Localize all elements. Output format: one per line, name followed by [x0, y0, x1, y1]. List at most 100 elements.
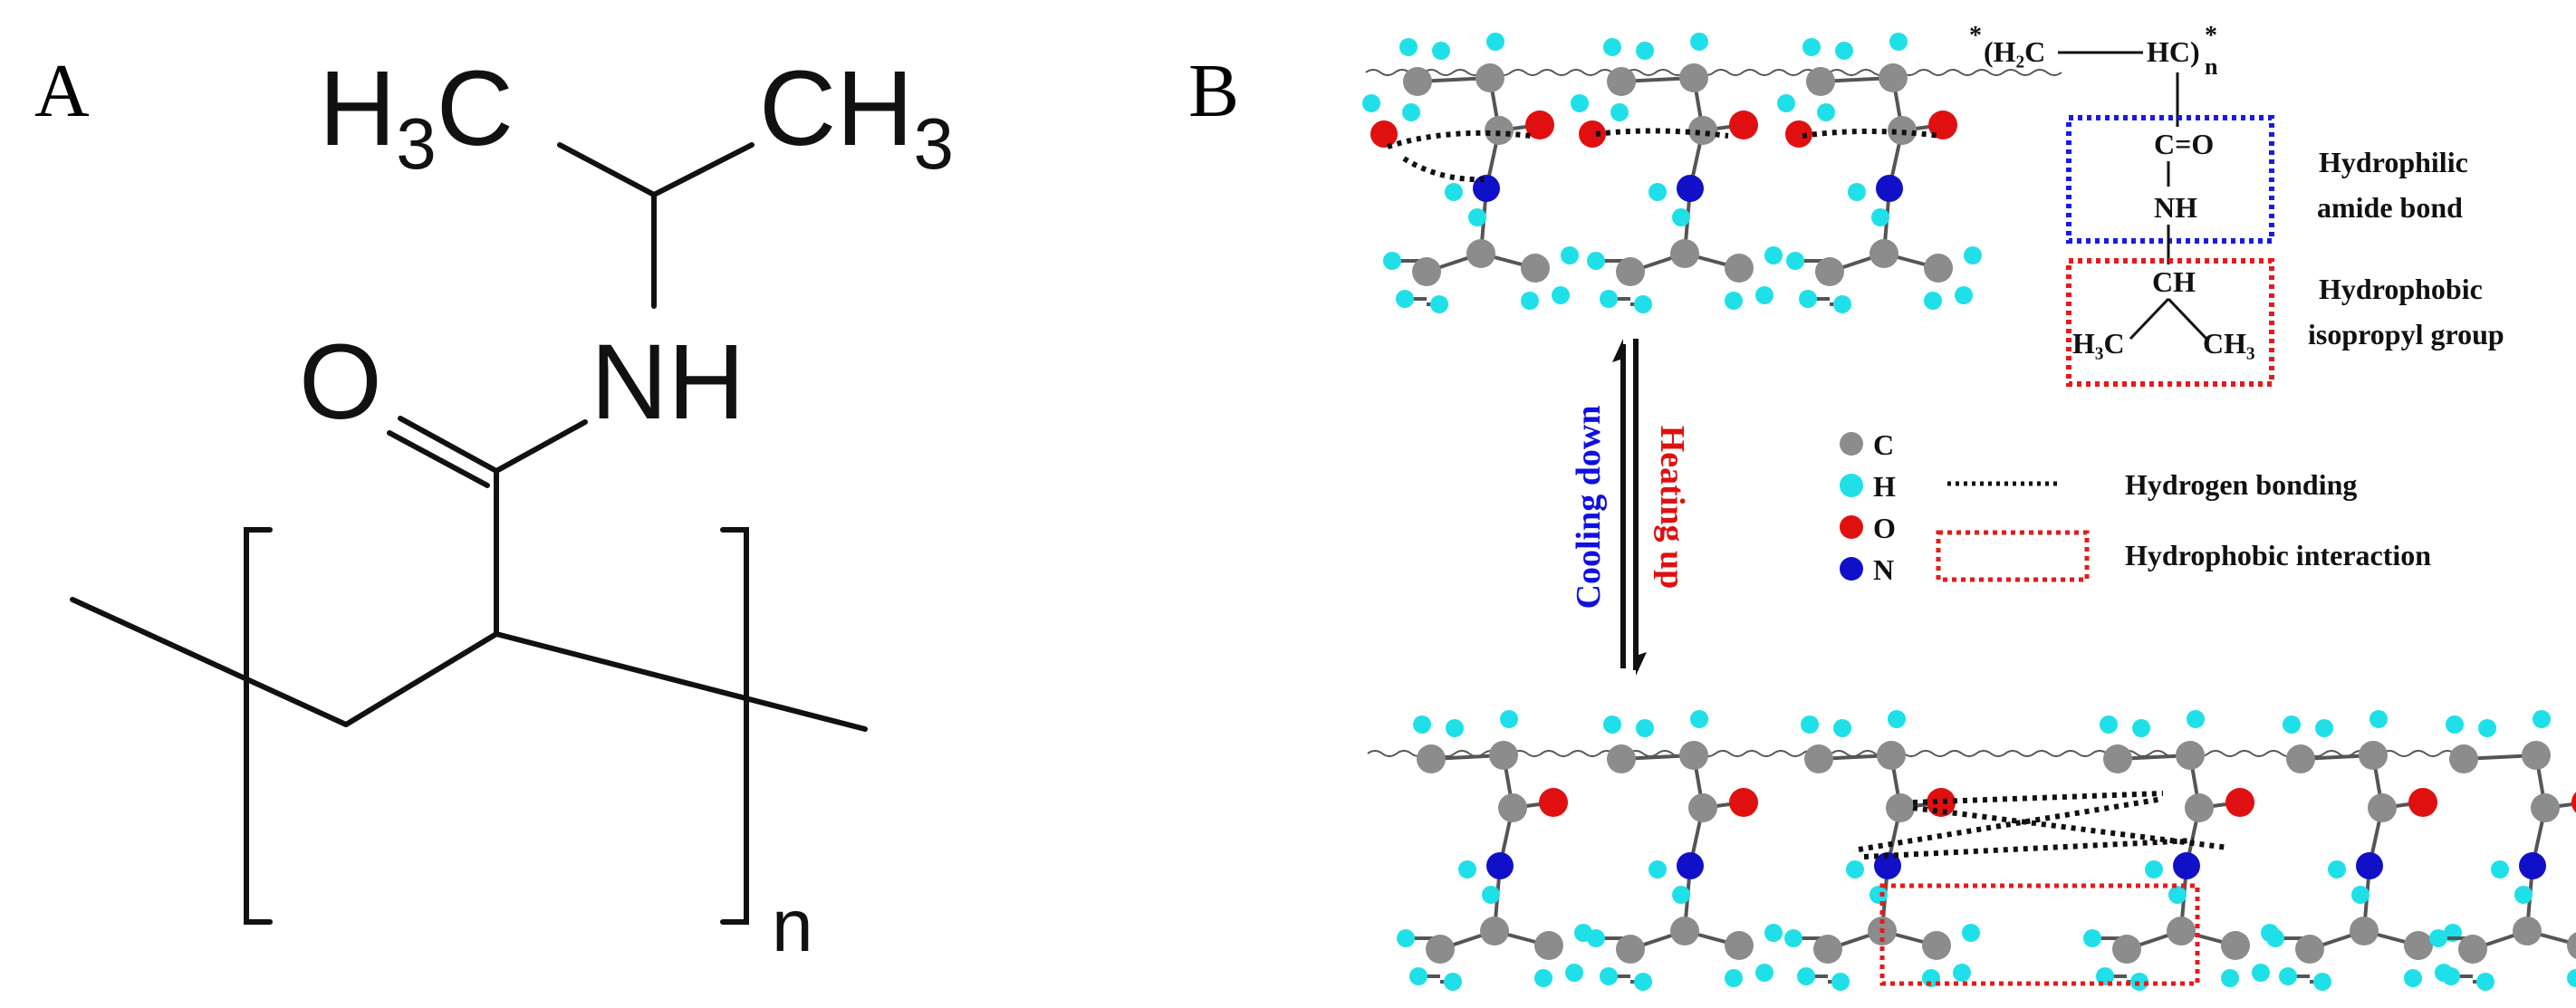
hydrogen-atom [2313, 973, 2331, 991]
monomer-unit [2429, 710, 2576, 991]
bracket-right [720, 527, 749, 925]
carbon-atom [1813, 935, 1842, 964]
legend-hydrophobic-swatch [1936, 530, 2090, 582]
carbon-atom [1426, 935, 1455, 964]
monomer-formula: * (H₂C HC) n * C=O NH CH H₃C CH₃ Hydroph… [1969, 22, 2504, 387]
nitrogen-atom [2356, 852, 2383, 879]
hydrogen-atom [1430, 295, 1448, 313]
hydrogen-atom [1725, 969, 1743, 987]
hydrogen-atom [1571, 94, 1589, 112]
hydrogen-atom [2132, 719, 2150, 737]
oxygen-atom [1370, 120, 1398, 148]
hydrogen-atom [1924, 292, 1942, 310]
monomer-unit [1397, 710, 1592, 991]
carbon-atom [1521, 254, 1550, 283]
hydrophilic-box [2066, 115, 2274, 244]
hydrogen-atom [2283, 715, 2301, 734]
hydrogen-atom [1831, 973, 1850, 991]
hydrogen-atom [2491, 860, 2509, 878]
hydrogen-atom [1445, 183, 1463, 201]
hydrogen-atom [2567, 969, 2576, 987]
hydrogen-atom [1409, 967, 1427, 985]
hydrophobic-box [2066, 258, 2274, 387]
hydrogen-atom [1444, 973, 1462, 991]
oxygen-atom [1579, 120, 1606, 148]
carbon-atom [1679, 741, 1708, 770]
carbon-atom [1804, 744, 1833, 773]
monomer-unit [2266, 710, 2462, 991]
formula-n: n [2205, 53, 2218, 80]
carbon-atom [1679, 63, 1708, 92]
monomer-unit [1786, 33, 1982, 313]
hydrogen-atom [1634, 973, 1652, 991]
hydrogen-atom [1362, 94, 1380, 112]
carbon-atom [2522, 741, 2551, 770]
carbon-atom [1886, 793, 1915, 822]
carbon-atom [2103, 744, 2132, 773]
carbon-atom [1534, 931, 1563, 960]
legend-o-swatch [1840, 515, 1863, 539]
formula-nh: NH [2154, 191, 2197, 224]
nitrogen-atom [1486, 852, 1514, 879]
hydrogen-atom [1446, 719, 1464, 737]
nitrogen-atom [1677, 175, 1704, 202]
formula-co: C=O [2154, 128, 2214, 160]
hydrogen-atom [1534, 969, 1552, 987]
oxygen-atom [1928, 110, 1957, 139]
hydrogen-atom [2478, 719, 2496, 737]
carbon-atom [1607, 67, 1636, 96]
hydrogen-atom [2476, 973, 2494, 991]
hydrogen-atom [1486, 33, 1504, 51]
bottom-hbond-3 [1912, 805, 2229, 850]
carbon-atom [2221, 931, 2250, 960]
hydrogen-atom [1413, 715, 1431, 734]
carbon-atom [2350, 917, 2379, 946]
carbon-atom [2513, 917, 2542, 946]
hydrogen-atom [1402, 103, 1420, 121]
hydrogen-atom [1835, 42, 1853, 60]
carbon-atom [1403, 67, 1432, 96]
hydrogen-atom [1561, 246, 1579, 264]
hydrogen-atom [1833, 719, 1851, 737]
repeat-subscript: n [772, 885, 813, 967]
hydrogen-atom [2328, 860, 2346, 878]
carbon-atom [2295, 935, 2324, 964]
legend-hydrophobic-label: Hydrophobic interaction [2125, 539, 2431, 571]
hydrogen-atom [1833, 295, 1851, 313]
top-hbond-1b [1402, 156, 1486, 183]
hydrogen-atom [2369, 710, 2388, 728]
hydrogen-atom [2221, 969, 2239, 987]
panel-b: B [1188, 22, 2576, 991]
hydrogen-atom [1521, 292, 1539, 310]
hydrogen-atom [2252, 964, 2270, 982]
hydrogen-atom [1888, 710, 1906, 728]
oxygen-atom [2571, 792, 2576, 813]
carbon-atom [1688, 116, 1717, 145]
carbon-atom [1725, 254, 1754, 283]
legend-h-swatch [1840, 474, 1863, 497]
monomer-unit [1383, 33, 1579, 313]
carbon-atom [2404, 931, 2433, 960]
legend-c-swatch [1840, 432, 1863, 456]
monomer-unit [1587, 33, 1783, 313]
hydrogen-atom [1432, 42, 1450, 60]
formula-ch3: CH₃ [2203, 327, 2255, 360]
carbon-atom [1806, 67, 1835, 96]
carbon-atom [1498, 793, 1527, 822]
oxygen-atom [1927, 788, 1956, 817]
hydrogen-atom [1500, 710, 1518, 728]
hydrogen-atom [1636, 42, 1654, 60]
carbon-atom [2176, 741, 2205, 770]
legend-hbond-label: Hydrogen bonding [2125, 468, 2357, 501]
carbon-atom [1485, 116, 1514, 145]
hydrogen-atom [1468, 208, 1486, 226]
carbon-atom [2286, 744, 2315, 773]
heating-label: Heating up [1653, 426, 1691, 590]
carbon-atom [2359, 741, 2388, 770]
bottom-chain [1367, 710, 2576, 991]
hydrogen-atom [1764, 246, 1783, 264]
carbon-atom [1870, 239, 1898, 268]
hydrogen-atom [1786, 252, 1804, 270]
hydrogen-atom [1817, 103, 1835, 121]
